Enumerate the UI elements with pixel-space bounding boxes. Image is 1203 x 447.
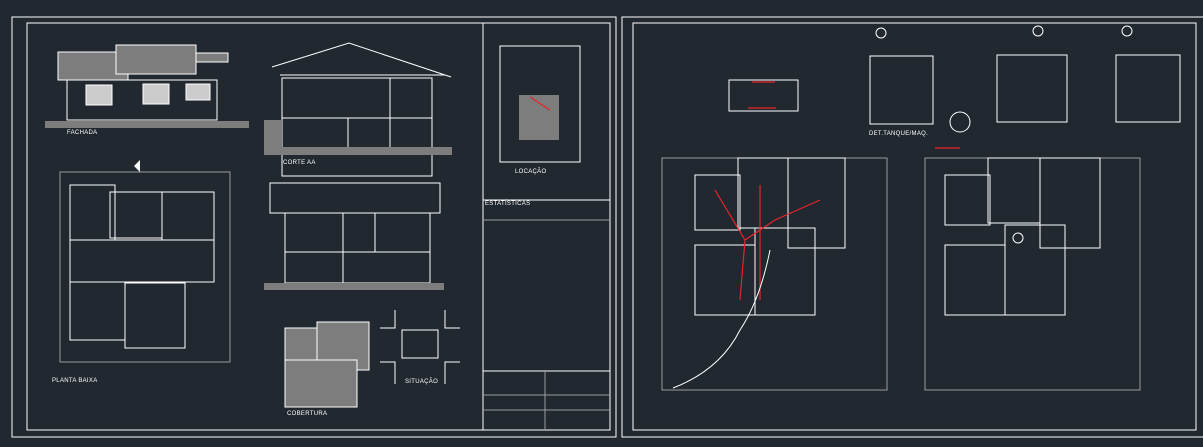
floor-plan-drawing [59, 160, 231, 363]
statistics-title: ESTATÍSTICAS [485, 200, 530, 207]
detail-label: DET.TANQUE/MAQ. [869, 131, 928, 137]
section-bb-drawing [264, 182, 444, 290]
left-sheet-frame [11, 16, 617, 438]
facade-drawing [45, 44, 249, 128]
facade-label: FACHADA [67, 130, 97, 136]
situation-drawing [380, 310, 460, 384]
section-drawing [264, 42, 452, 177]
floor-plan-label: PLANTA BAIXA [52, 378, 98, 384]
roof-label: COBERTURA [287, 411, 327, 417]
electrical-plan [661, 157, 888, 391]
roof-drawing [284, 321, 370, 408]
location-drawing [499, 45, 581, 163]
location-label: LOCAÇÃO [515, 168, 546, 175]
hydraulic-plan [924, 147, 1141, 391]
section-label: CORTE AA [283, 160, 316, 166]
plumbing-details [869, 25, 1181, 133]
right-sheet-frame [621, 16, 1203, 438]
situation-label: SITUAÇÃO [405, 378, 438, 385]
